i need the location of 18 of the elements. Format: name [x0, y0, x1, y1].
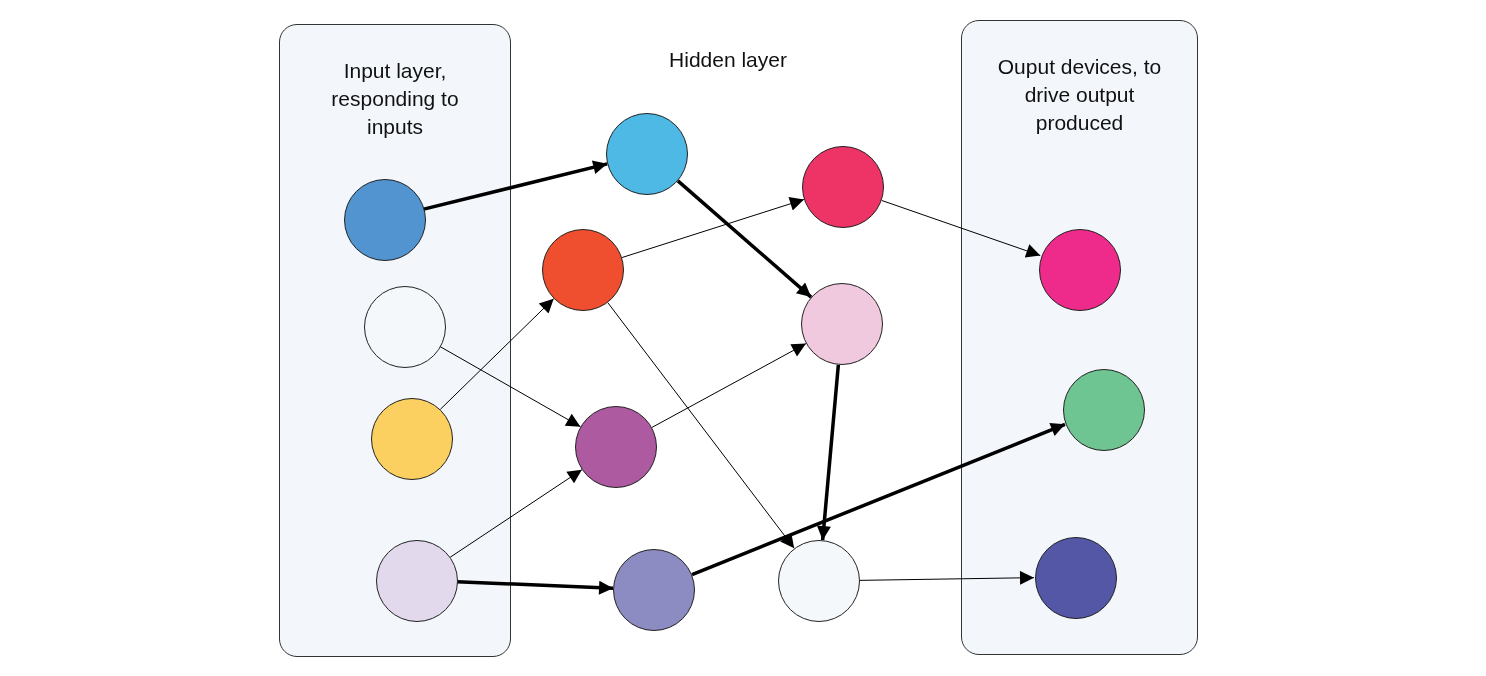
arrow — [676, 179, 813, 299]
arrow — [439, 345, 581, 428]
arrow — [621, 197, 805, 259]
layer-label: Hidden layer — [669, 48, 787, 72]
arrow — [423, 160, 608, 211]
layer-heading: Input layer, responding to inputs — [330, 58, 460, 140]
layer-panel — [961, 20, 1198, 655]
layer-heading: Ouput devices, to drive output produced — [996, 54, 1163, 136]
arrow — [651, 343, 807, 428]
arrow — [881, 199, 1041, 258]
arrow — [859, 570, 1035, 585]
arrow — [816, 364, 841, 541]
arrow — [607, 302, 795, 549]
arrow — [456, 579, 614, 595]
arrow — [449, 469, 583, 558]
arrow — [439, 298, 555, 410]
arrow — [691, 422, 1066, 577]
layer-panel — [279, 24, 511, 657]
